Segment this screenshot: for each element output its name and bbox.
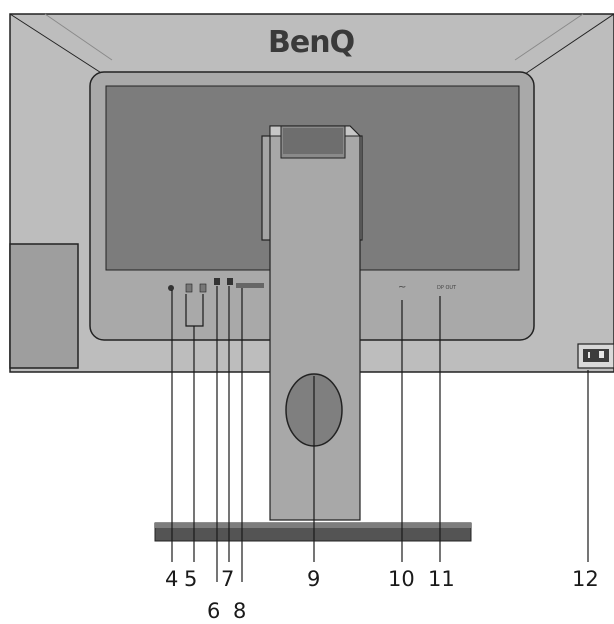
callout-lines (171, 286, 589, 582)
callout-7: 7 (221, 567, 234, 591)
callout-12: 12 (572, 567, 599, 591)
side-control-block (9, 243, 79, 369)
callout-9: 9 (307, 567, 320, 591)
dp-out-label: DP OUT (437, 285, 457, 291)
usb-port-2 (199, 283, 207, 293)
stand (154, 125, 472, 542)
callout-8: 8 (233, 599, 246, 623)
callout-5: 5 (184, 567, 197, 591)
security-lock-slot (577, 343, 614, 369)
callout-6: 6 (207, 599, 220, 623)
usb-port-1 (185, 283, 193, 293)
brand-logo: BenQ (268, 25, 354, 60)
callout-numbers: 4 5 6 7 8 9 10 11 12 (165, 567, 599, 623)
callout-10: 10 (388, 567, 415, 591)
hdmi-port (214, 278, 220, 285)
callout-4: 4 (165, 567, 178, 591)
displayport-port (227, 278, 233, 285)
port-row: ~ DP OUT (168, 278, 457, 293)
audio-jack-port (168, 285, 174, 291)
callout-11: 11 (428, 567, 455, 591)
port-strip (236, 283, 264, 288)
power-symbol: ~ (398, 282, 406, 293)
